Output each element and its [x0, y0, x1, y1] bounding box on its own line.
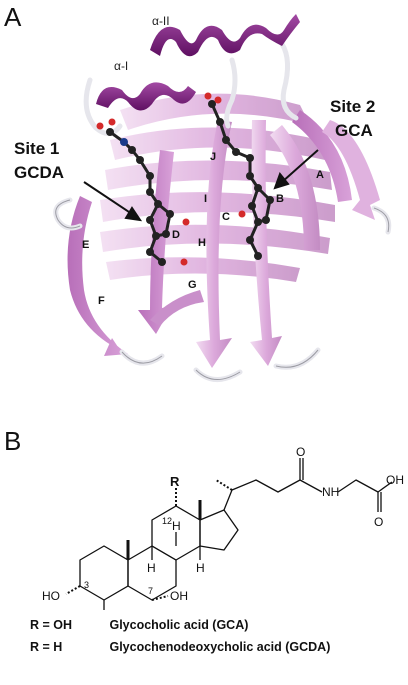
atom-h-c9: H [147, 561, 156, 575]
legend-row-gca: R = OH Glycocholic acid (GCA) [30, 618, 248, 632]
atom-oh-acid: OH [386, 473, 404, 487]
strand-label-J: J [210, 151, 216, 163]
bile-acid-structure: R 12 H H H H 3 7 HO OH O NH OH O [42, 445, 404, 610]
strand-label-B: B [276, 193, 284, 205]
atom-number-3: 3 [84, 580, 89, 590]
strand-label-H: H [198, 237, 206, 249]
atom-number-12: 12 [162, 516, 172, 526]
atom-o-amide: O [296, 445, 305, 459]
strand-label-C: C [222, 211, 230, 223]
ring-d [199, 509, 239, 551]
strand-label-I: I [204, 193, 207, 205]
atom-number-7: 7 [148, 586, 153, 596]
atom-oh-c7: OH [170, 589, 188, 603]
strand-label-E: E [82, 239, 89, 251]
strand-label-D: D [172, 229, 180, 241]
helix-label-alpha-I: α-I [114, 59, 128, 73]
loop-outline [55, 199, 390, 380]
helix-label-alpha-II: α-II [152, 14, 170, 28]
site1-ligand: GCDA [14, 163, 64, 182]
beta-strands-right [270, 110, 380, 250]
legend-r-value: R = OH [30, 618, 73, 632]
atom-ho-c3: HO [42, 589, 60, 603]
side-chain [223, 479, 323, 511]
ring-a [79, 545, 129, 601]
strand-label-F: F [98, 295, 105, 307]
glycine-chain [337, 479, 379, 493]
legend-compound-name: Glycochenodeoxycholic acid (GCDA) [109, 640, 331, 654]
atom-r-group: R [170, 474, 180, 489]
atom-o-acid: O [374, 515, 383, 529]
panel-a-letter: A [4, 2, 22, 32]
strand-label-G: G [188, 279, 197, 291]
strand-label-A: A [316, 169, 324, 181]
site2-title: Site 2 [330, 97, 375, 116]
atom-h-c8: H [172, 519, 181, 533]
panel-b-letter: B [4, 426, 22, 456]
site2-ligand: GCA [335, 121, 373, 140]
ligand-site1-gcda [96, 118, 190, 266]
legend-r-value: R = H [30, 640, 63, 654]
legend-row-gcda: R = H Glycochenodeoxycholic acid (GCDA) [30, 640, 330, 654]
site1-title: Site 1 [14, 139, 59, 158]
atom-nh-amide: NH [322, 485, 339, 499]
helix-alpha-II [150, 14, 300, 57]
beta-strands-front [67, 120, 282, 368]
helix-alpha-I [96, 82, 196, 111]
protein-ribbon-illustration: α-I α-II Site 1 GCDA Site 2 GCA A B C D … [14, 14, 392, 382]
site-arrows [83, 149, 319, 222]
legend-compound-name: Glycocholic acid (GCA) [109, 618, 249, 632]
ligand-site2-gca [204, 92, 274, 260]
atom-h-c14: H [196, 561, 205, 575]
